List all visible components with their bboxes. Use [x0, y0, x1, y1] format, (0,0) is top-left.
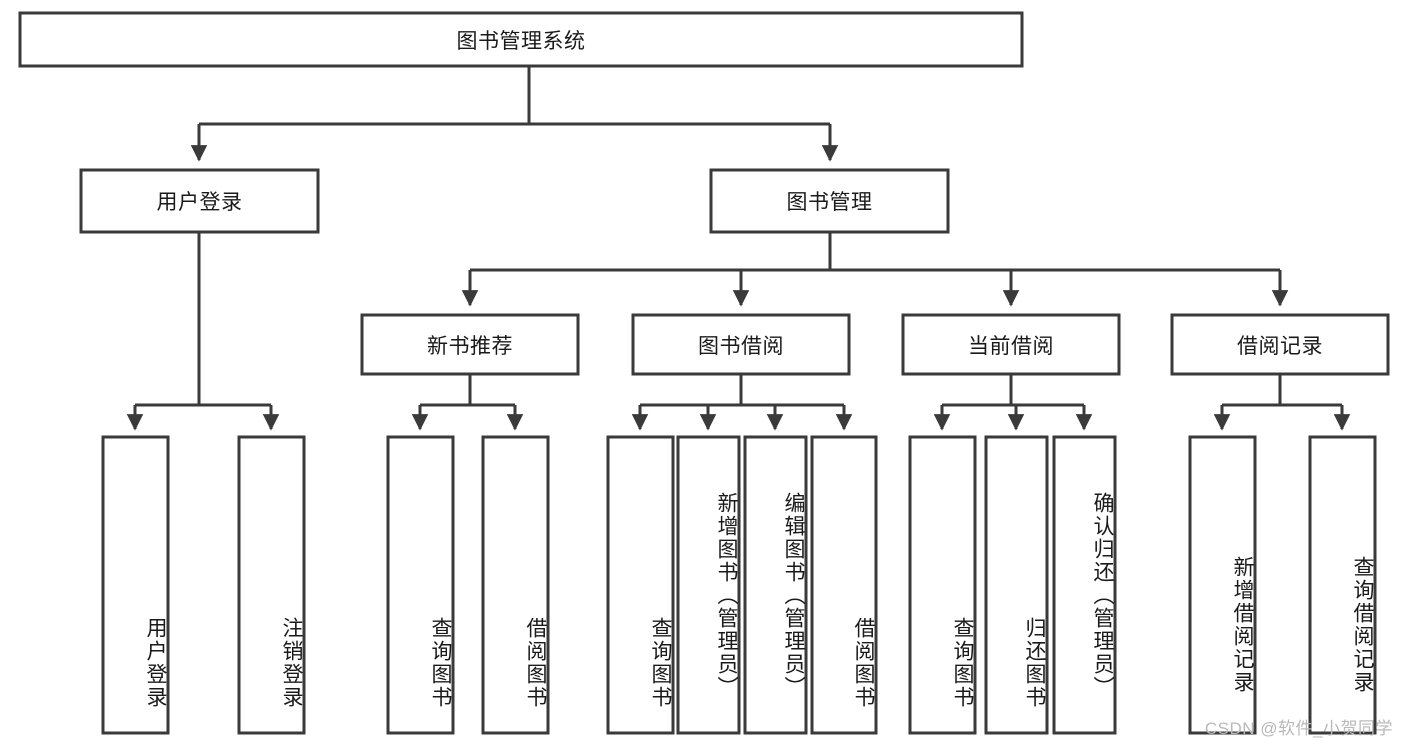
edge-root-bus: [199, 66, 830, 126]
node-box-book-borrow[interactable]: [631, 313, 851, 376]
node-box-borrow-record[interactable]: [1170, 313, 1390, 376]
edge-book-borrow-bus: [640, 374, 844, 407]
node-box-leaf-query-book-2[interactable]: [606, 435, 675, 735]
node-box-current-borrow[interactable]: [901, 313, 1121, 376]
node-box-leaf-return-book[interactable]: [984, 435, 1049, 735]
node-box-root[interactable]: [18, 11, 1024, 68]
node-box-user-login[interactable]: [79, 168, 320, 234]
node-box-new-book-rec[interactable]: [360, 313, 580, 376]
edge-borrow-record-bus: [1222, 374, 1342, 407]
node-box-leaf-add-book[interactable]: [676, 435, 741, 735]
edge-user-login-bus: [135, 232, 271, 407]
node-box-leaf-query-record[interactable]: [1308, 435, 1377, 735]
node-box-leaf-confirm-return[interactable]: [1052, 435, 1117, 735]
edge-current-borrow-bus: [942, 374, 1084, 407]
node-box-leaf-borrow-book-1[interactable]: [481, 435, 550, 735]
node-box-leaf-query-book-3[interactable]: [908, 435, 977, 735]
node-box-leaf-edit-book[interactable]: [743, 435, 808, 735]
node-box-leaf-borrow-book-2[interactable]: [810, 435, 878, 735]
node-box-leaf-logout[interactable]: [237, 435, 306, 735]
csdn-watermark: CSDN @软件_小贺同学: [1204, 719, 1393, 738]
node-box-leaf-query-book-1[interactable]: [386, 435, 455, 735]
edge-new-book-rec-bus: [420, 374, 515, 407]
node-box-leaf-add-record[interactable]: [1188, 435, 1257, 735]
edge-book-manage-bus: [470, 232, 1280, 272]
node-box-leaf-user-login[interactable]: [101, 435, 170, 735]
node-box-book-manage[interactable]: [709, 168, 950, 234]
